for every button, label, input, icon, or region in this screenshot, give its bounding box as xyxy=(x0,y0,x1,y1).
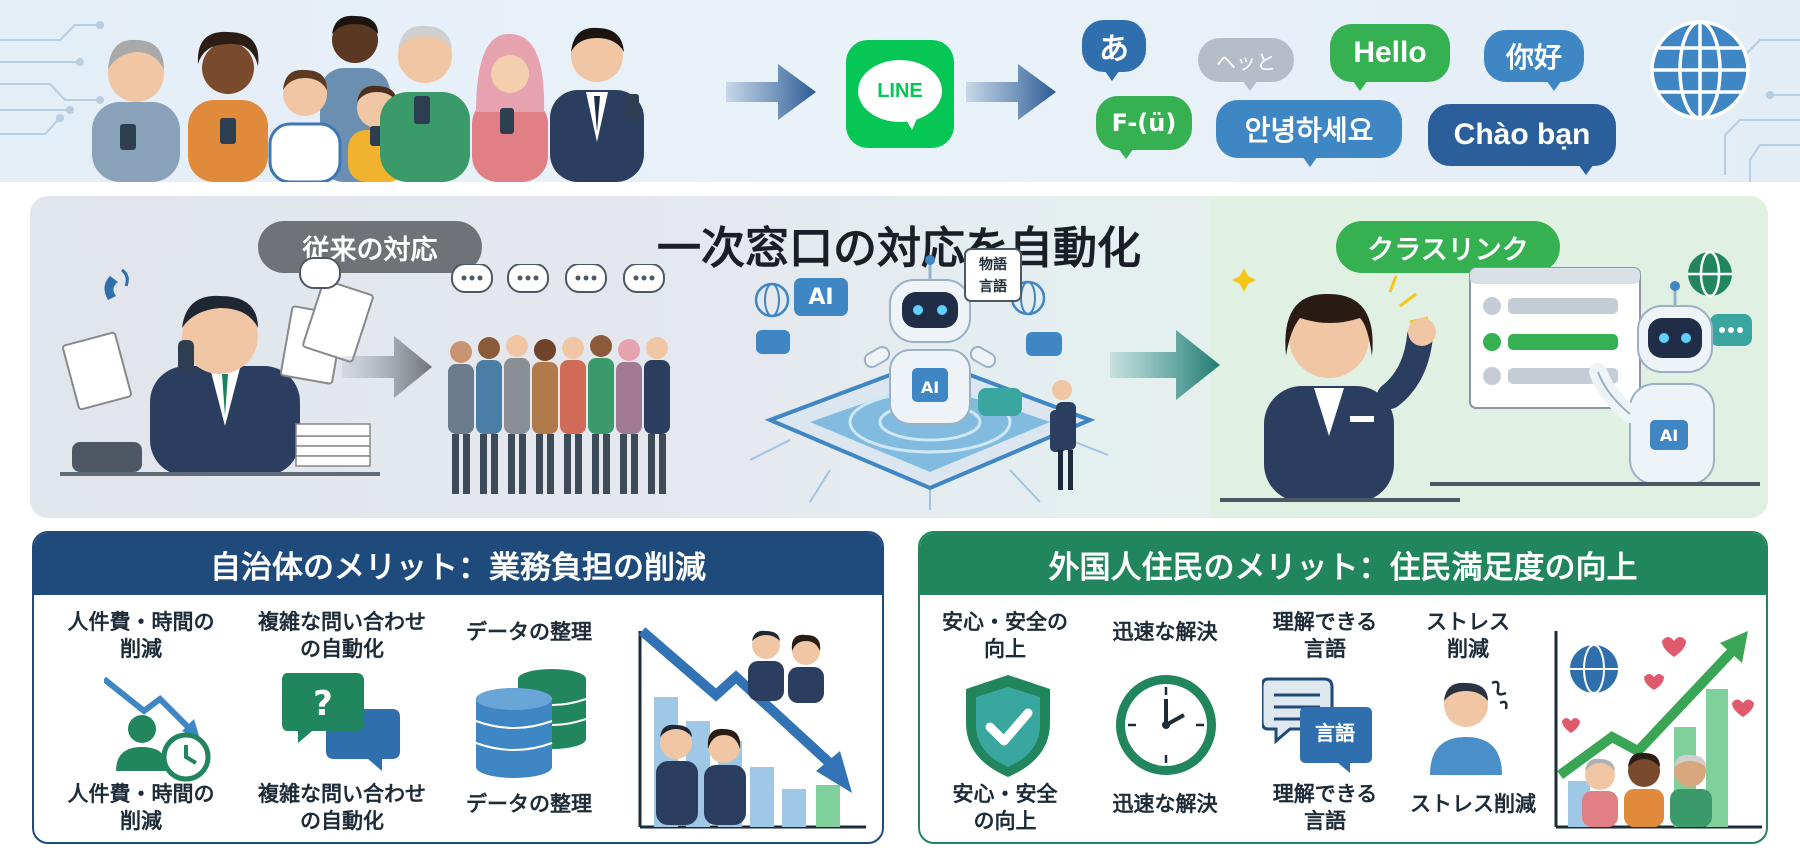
question-chat-icon: ? ? xyxy=(282,673,400,771)
resident-benefits-panel: 外国人住民のメリット：住民満足度の向上 安心・安全の 向上 安心・安全 の向上 … xyxy=(918,531,1768,844)
robot2-badge: AI xyxy=(1650,420,1688,450)
language-tag: 言語 xyxy=(1315,721,1355,745)
stressed-clerk-illustration xyxy=(60,257,380,476)
person-businessman-icon xyxy=(550,27,644,182)
greeting-bubble-chao: Chào bạn xyxy=(1428,104,1616,175)
arrow-right-icon xyxy=(342,336,432,398)
top-banner: LINE あ ヘッと Hello 你好 F-(ü) 안녕하세요 Chào bạn xyxy=(0,0,1800,182)
line-logo-text: LINE xyxy=(877,79,923,102)
waiting-queue-illustration xyxy=(448,264,670,494)
phone-ringing-icon xyxy=(104,276,118,300)
chatbot-screen-illustration xyxy=(1430,250,1760,486)
language-tag-line1: 物語 xyxy=(979,257,1007,273)
municipality-benefits-panel: 自治体のメリット：業務負担の削減 人件費・時間の 削減 人件費・時間の 削減 複… xyxy=(32,531,884,844)
benefit-safety-label-bottom: 安心・安全 の向上 xyxy=(952,782,1058,833)
heart-icon xyxy=(1562,637,1754,733)
resident-benefits-heading: 外国人住民のメリット：住民満足度の向上 xyxy=(920,533,1766,595)
residents-trio-icon xyxy=(1582,752,1712,827)
benefit-speed-label-bottom: 迅速な解決 xyxy=(1112,792,1218,816)
benefit-language-label-bottom: 理解できる 言語 xyxy=(1272,782,1378,833)
benefit-cost-label-top: 人件費・時間の 削減 xyxy=(67,610,215,661)
benefit-automation-label-bottom: 複雑な問い合わせ の自動化 xyxy=(258,782,426,833)
staff-pair-icon xyxy=(656,630,824,825)
language-tag-line2: 言語 xyxy=(979,279,1007,295)
translate-chat-icon xyxy=(1262,677,1372,773)
satisfaction-increase-chart-icon xyxy=(1554,631,1762,829)
greeting-bubble-ftu: F-(ü) xyxy=(1096,96,1192,159)
person-woman-icon xyxy=(188,31,268,182)
globe-icon xyxy=(1650,20,1750,120)
workload-decrease-chart-icon xyxy=(636,625,868,831)
benefit-data-label-top: データの整理 xyxy=(466,620,592,644)
shield-check-icon xyxy=(966,675,1050,777)
arrow-right-icon xyxy=(1110,330,1220,400)
speech-bubble-icon xyxy=(299,257,341,289)
section-title: 一次窓口の対応を自動化 xyxy=(657,223,1141,274)
greeting-bubble-hello: Hello xyxy=(1330,24,1450,91)
database-icon xyxy=(475,669,587,778)
benefit-stress-label-bottom: ストレス削減 xyxy=(1410,792,1536,816)
person-elderly-woman-icon xyxy=(92,39,180,182)
arrow-right-icon xyxy=(726,64,816,120)
language-tag: 物語 言語 xyxy=(964,248,1022,302)
municipality-benefits-heading: 自治体のメリット：業務負担の削減 xyxy=(34,533,882,595)
line-app-logo: LINE xyxy=(846,40,954,148)
person-grandfather-icon xyxy=(380,25,470,182)
benefit-language-label-top: 理解できる 言語 xyxy=(1272,610,1378,661)
svg-text:?: ? xyxy=(313,684,333,724)
stressed-person-icon xyxy=(1430,680,1508,775)
benefit-cost-label-bottom: 人件費・時間の 削減 xyxy=(67,782,215,833)
friendly-staff-illustration xyxy=(1220,268,1460,502)
before-label-pill: 従来の対応 xyxy=(258,221,482,273)
greeting-bubble-a: あ xyxy=(1082,20,1146,81)
circuit-decoration-left xyxy=(0,21,104,135)
benefit-automation-label-top: 複雑な問い合わせ の自動化 xyxy=(258,610,426,661)
desk-phone-icon xyxy=(72,442,142,472)
robot-badge: AI xyxy=(912,372,948,402)
clock-icon xyxy=(1116,675,1216,775)
sparkle-icon xyxy=(1232,268,1256,292)
cost-reduction-icon xyxy=(104,676,211,782)
benefit-safety-label-top: 安心・安全の 向上 xyxy=(942,610,1068,661)
after-label-pill: クラスリンク xyxy=(1336,221,1560,273)
benefit-speed-label-top: 迅速な解決 xyxy=(1112,620,1218,644)
greeting-bubble-hetto: ヘッと xyxy=(1198,38,1294,91)
ai-tag: AI xyxy=(794,278,848,316)
benefit-stress-label-top: ストレス 削減 xyxy=(1426,610,1510,661)
greeting-bubble-nihao: 你好 xyxy=(1484,30,1584,91)
globe-icon xyxy=(754,282,790,318)
arrow-right-icon xyxy=(966,64,1056,120)
person-woman-hijab-icon xyxy=(472,33,548,182)
greeting-bubble-annyeong: 안녕하세요 xyxy=(1216,100,1402,167)
automation-comparison-section: 従来の対応 一次窓口の対応を自動化 クラスリンク xyxy=(30,196,1768,518)
benefit-data-label-bottom: データの整理 xyxy=(466,792,592,816)
residents-group-illustration xyxy=(92,15,644,182)
